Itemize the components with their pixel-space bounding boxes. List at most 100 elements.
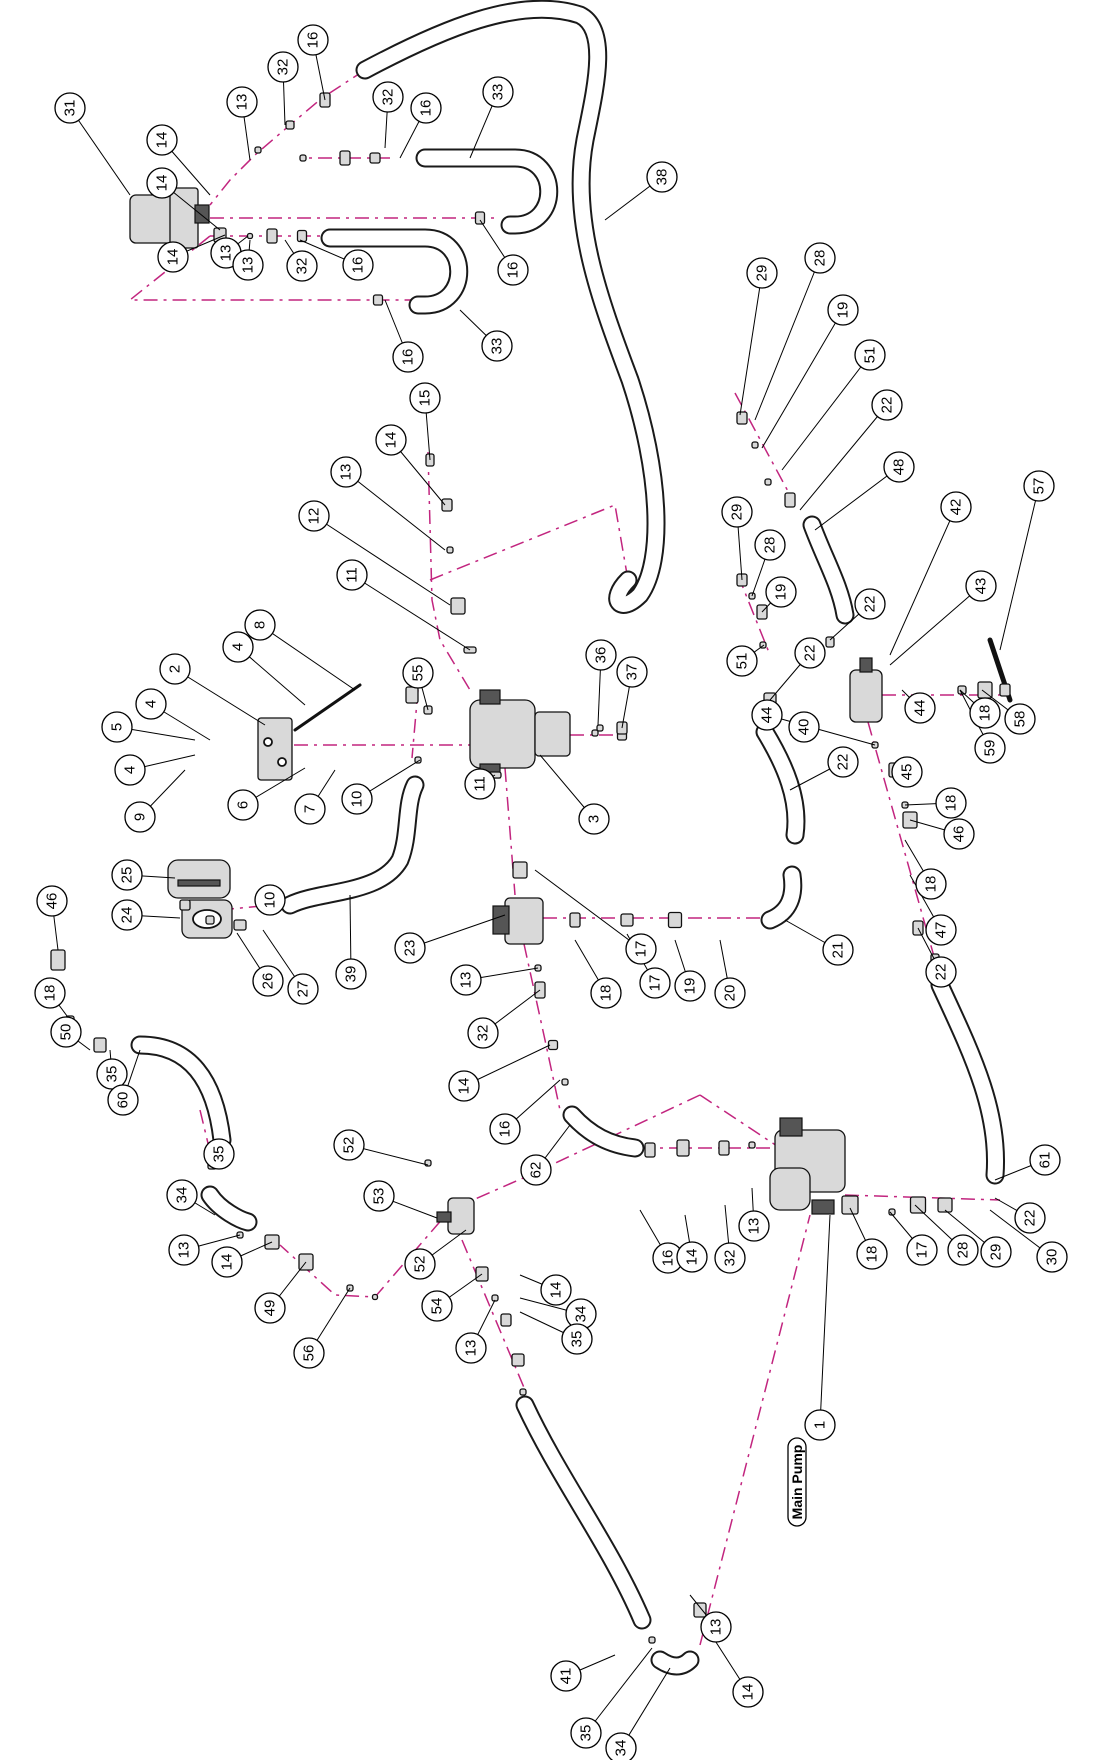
callout-number: 56 [301, 1345, 318, 1362]
part-callout-49: 49 [254, 1292, 286, 1324]
callout-number: 7 [302, 805, 319, 813]
callout-number: 39 [343, 966, 360, 983]
part-callout-44: 44 [904, 692, 936, 724]
part-callout-18: 18 [969, 697, 1001, 729]
callout-circle [827, 294, 859, 326]
leader-line [889, 506, 957, 656]
callout-circle [244, 609, 276, 641]
callout-number: 13 [708, 1619, 725, 1636]
part-callout-14: 14 [146, 167, 178, 199]
part-callout-37: 37 [616, 656, 648, 688]
part-callout-32: 32 [267, 51, 299, 83]
callout-circle [298, 500, 330, 532]
callout-number: 29 [988, 1244, 1005, 1261]
callout-circle [410, 92, 442, 124]
part-callout-19: 19 [674, 970, 706, 1002]
callout-number: 30 [1044, 1249, 1061, 1266]
fitting [751, 441, 759, 449]
callout-number: 18 [943, 795, 960, 812]
callout-number: 19 [682, 978, 699, 995]
part-callout-61: 61 [1029, 1144, 1061, 1176]
leader-line [754, 257, 821, 421]
part-callout-46: 46 [943, 818, 975, 850]
callout-circle [226, 86, 258, 118]
callout-circle [336, 559, 368, 591]
callout-circle [166, 1179, 198, 1211]
callout-number: 16 [418, 100, 435, 117]
fitting [296, 229, 308, 243]
fitting [254, 146, 262, 154]
callout-number: 18 [977, 705, 994, 722]
callout-circle [625, 933, 657, 965]
callout-number: 9 [132, 813, 149, 821]
fitting [519, 1388, 527, 1396]
leader-line [174, 668, 266, 726]
callout-number: 14 [548, 1282, 565, 1299]
part-callout-22: 22 [925, 956, 957, 988]
callout-number: 20 [722, 985, 739, 1002]
fitting [450, 597, 466, 615]
part-callout-16: 16 [342, 249, 374, 281]
part-callout-14: 14 [448, 1070, 480, 1102]
part-callout-36: 36 [585, 639, 617, 671]
leader-line [761, 309, 844, 449]
callout-number: 38 [654, 169, 671, 186]
part-callout-16: 16 [489, 1113, 521, 1145]
callout-number: 62 [528, 1162, 545, 1179]
fitting [369, 152, 381, 164]
leader-line [69, 107, 131, 196]
leader-line [409, 914, 506, 949]
part-callout-16: 16 [652, 1242, 684, 1274]
callout-circle [871, 389, 903, 421]
callout-circle [203, 1138, 235, 1170]
callout-number: 40 [796, 719, 813, 736]
callout-number: 22 [879, 397, 896, 414]
callout-number: 46 [44, 893, 61, 910]
callout-number: 22 [862, 596, 879, 613]
callout-number: 47 [933, 922, 950, 939]
callout-number: 33 [490, 84, 507, 101]
fitting [266, 228, 278, 244]
fitting [93, 1037, 107, 1053]
fitting [424, 1159, 432, 1167]
callout-number: 16 [350, 257, 367, 274]
callout-number: 34 [573, 1306, 590, 1323]
fitting [718, 1140, 730, 1156]
part-callout-17: 17 [639, 967, 671, 999]
part-callout-11: 11 [336, 559, 368, 591]
callout-number: 35 [211, 1146, 228, 1163]
callout-number: 10 [349, 791, 366, 808]
part-callout-23: 23 [394, 932, 426, 964]
fitting [937, 1197, 953, 1213]
part-callout-29: 29 [721, 496, 753, 528]
fitting [667, 911, 683, 929]
callout-number: 54 [429, 1298, 446, 1315]
hose-61 [930, 975, 1006, 1185]
fitting [999, 683, 1011, 697]
callout-number: 52 [341, 1137, 358, 1154]
fitting [841, 1195, 859, 1215]
callout-number: 32 [380, 89, 397, 106]
part-callout-29: 29 [746, 257, 778, 289]
callout-circle [363, 1180, 395, 1212]
callout-circle [297, 24, 329, 56]
part-callout-32: 32 [714, 1242, 746, 1274]
part-callout-28: 28 [754, 529, 786, 561]
callout-number: 32 [275, 59, 292, 76]
part-callout-52: 52 [404, 1248, 436, 1280]
callout-circle [726, 645, 758, 677]
callout-number: 24 [119, 907, 136, 924]
callout-number: 28 [812, 250, 829, 267]
part-callout-33: 33 [482, 76, 514, 108]
fitting [500, 1313, 512, 1327]
callout-circle [738, 1210, 770, 1242]
part-callout-30: 30 [1036, 1241, 1068, 1273]
part-callout-22: 22 [1014, 1202, 1046, 1234]
hose-33-lower [320, 228, 469, 315]
part-callout-17: 17 [625, 933, 657, 965]
main-pump-tag-text: Main Pump [789, 1445, 805, 1520]
strainer-24-25 [167, 859, 233, 939]
part-callout-18: 18 [590, 977, 622, 1009]
part-callout-34: 34 [605, 1732, 637, 1760]
callout-number: 18 [923, 876, 940, 893]
